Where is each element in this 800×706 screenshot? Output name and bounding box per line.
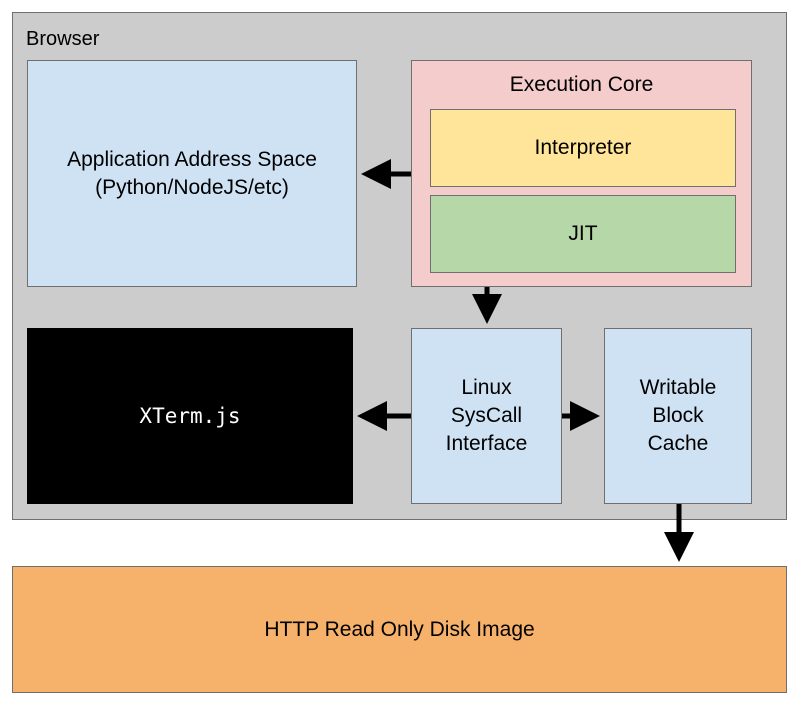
execution-core-label: Execution Core	[509, 73, 654, 96]
writable-block-cache-box: Writable Block Cache	[604, 328, 752, 504]
xterm-box: XTerm.js	[27, 328, 353, 504]
interpreter-box: Interpreter	[430, 109, 736, 187]
browser-label: Browser	[26, 28, 100, 50]
http-disk-image-box: HTTP Read Only Disk Image	[12, 566, 787, 693]
application-address-space-box: Application Address Space (Python/NodeJS…	[27, 60, 357, 287]
jit-box: JIT	[430, 195, 736, 273]
linux-syscall-interface-box: Linux SysCall Interface	[411, 328, 562, 504]
